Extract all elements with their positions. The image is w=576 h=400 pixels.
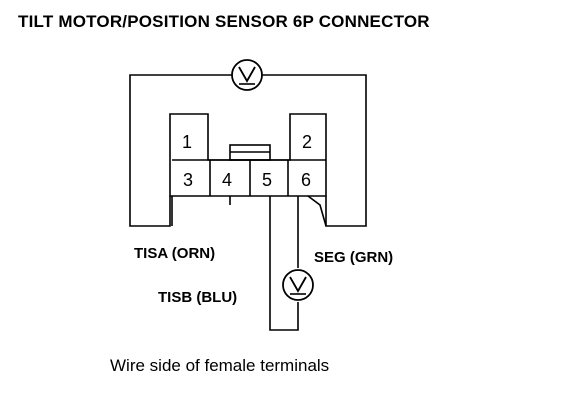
label-tisa: TISA (ORN) (134, 245, 215, 262)
terminal-6-lead (307, 195, 327, 227)
terminal-2: 2 (302, 132, 312, 152)
voltmeter-icon (282, 269, 314, 301)
connector-housing (169, 113, 327, 197)
tisa-wire (129, 74, 232, 227)
terminal-5: 5 (262, 170, 272, 190)
label-tisb: TISB (BLU) (158, 289, 237, 306)
tisb-wire (269, 196, 299, 331)
terminal-6: 6 (301, 170, 311, 190)
voltmeter-icon (231, 59, 263, 91)
seg-wire (262, 74, 367, 227)
label-seg: SEG (GRN) (314, 249, 393, 266)
diagram-title: TILT MOTOR/POSITION SENSOR 6P CONNECTOR (18, 12, 430, 31)
terminal-4: 4 (222, 170, 232, 190)
terminal-1: 1 (182, 132, 192, 152)
terminal-3: 3 (183, 170, 193, 190)
caption: Wire side of female terminals (110, 356, 330, 375)
